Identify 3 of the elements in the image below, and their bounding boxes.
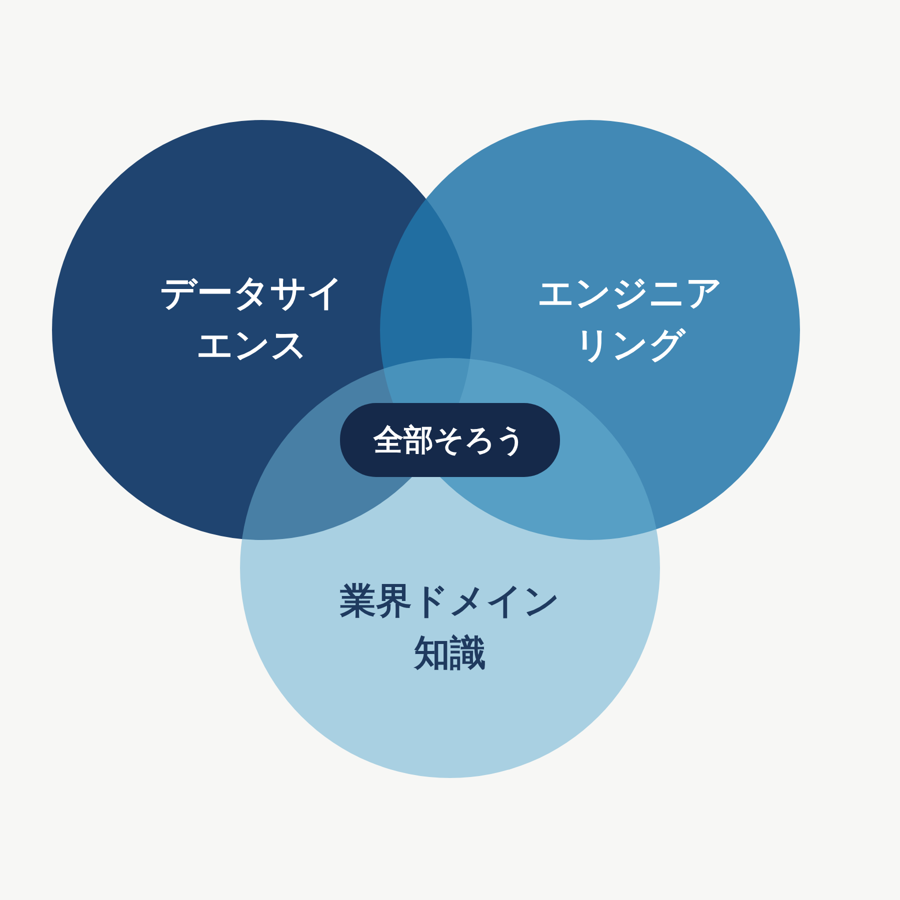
circle-label: データサイエンス [159,272,345,368]
circle-label: 業界ドメイン知識 [339,580,561,676]
circle-label: エンジニアリング [536,272,724,368]
